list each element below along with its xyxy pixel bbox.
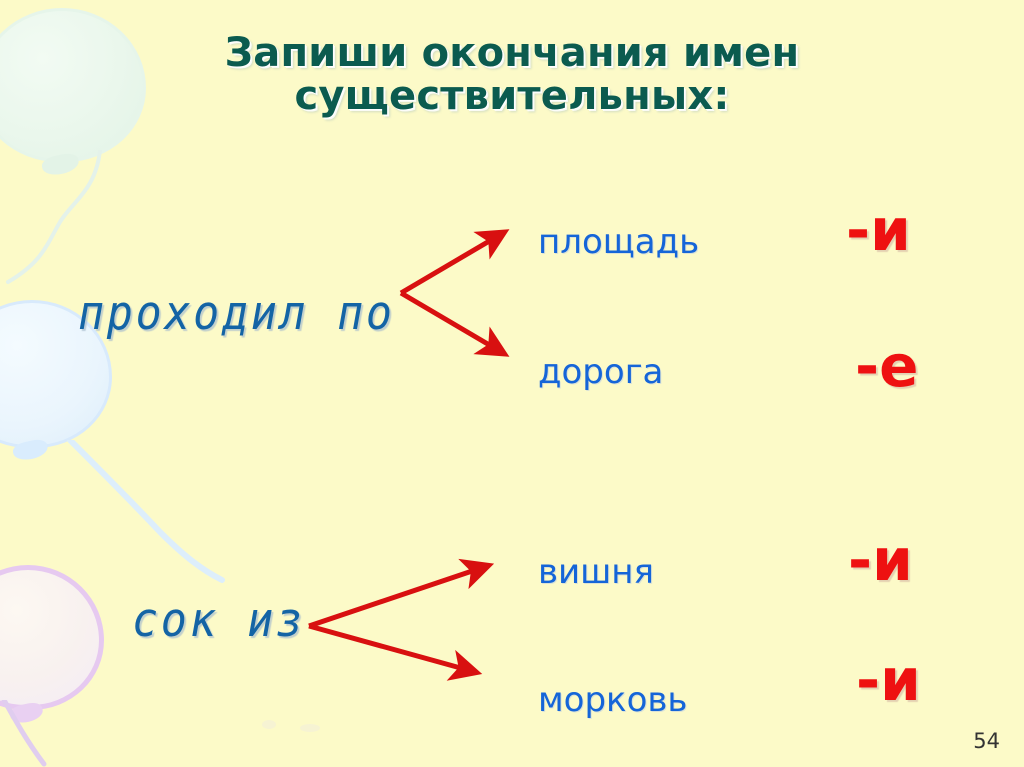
balloon-string-low-left — [1, 700, 47, 767]
arrow-to-noun-1 — [399, 229, 510, 296]
phrase-label-1: проходил по — [78, 286, 395, 341]
speck-decoration — [300, 724, 320, 732]
noun-word-ploshchad: площадь — [538, 222, 700, 262]
balloon-knot — [8, 700, 45, 726]
page-title: Запиши окончания имен существительных: — [224, 30, 800, 120]
arrow-pair-bottom — [308, 558, 495, 681]
ending-answer-4: -и — [856, 646, 921, 714]
speck-decoration — [262, 720, 276, 729]
balloon-decoration-low-left — [0, 565, 104, 730]
ending-answer-3: -и — [848, 526, 913, 594]
arrow-to-noun-2 — [399, 290, 510, 357]
noun-word-doroga: дорога — [538, 352, 664, 392]
noun-word-morkov: морковь — [538, 680, 688, 720]
slide-number: 54 — [973, 729, 1000, 753]
balloon-knot — [40, 151, 81, 178]
arrow-to-noun-4 — [308, 623, 483, 681]
arrow-to-noun-3 — [308, 558, 495, 629]
arrow-pair-top — [399, 229, 510, 357]
phrase-label-2: сок из — [132, 593, 305, 648]
ending-answer-2: -е — [855, 332, 919, 400]
ending-answer-1: -и — [846, 196, 911, 264]
balloon-string-top-left — [6, 150, 102, 284]
noun-word-vishnya: вишня — [538, 552, 654, 592]
balloon-knot — [11, 437, 50, 464]
balloon-string-mid-left — [67, 440, 225, 583]
balloon-bulb — [0, 565, 104, 711]
